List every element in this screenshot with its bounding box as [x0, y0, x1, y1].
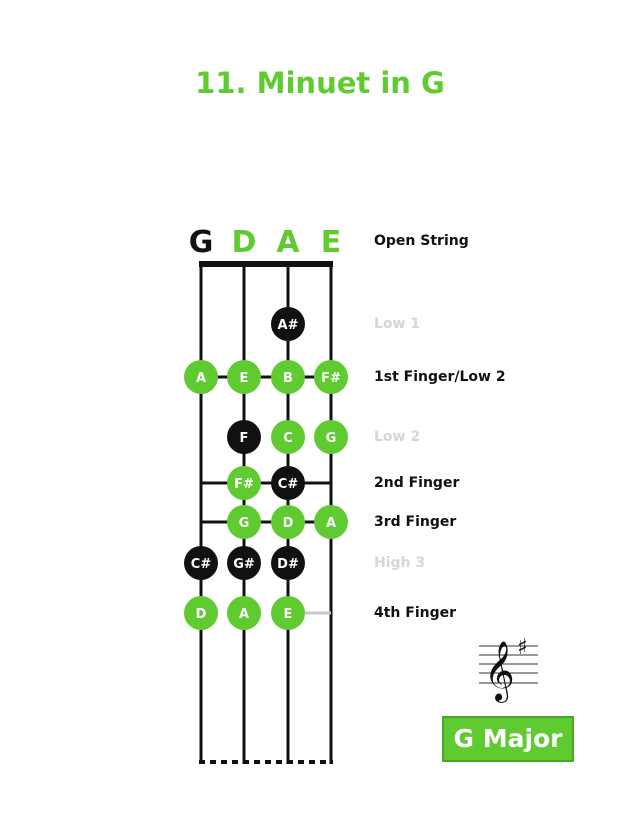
note-circle: [314, 505, 348, 539]
note-label: E: [284, 607, 293, 622]
note-circle: [184, 360, 218, 394]
note-label: A: [196, 371, 206, 386]
note-label: G#: [233, 557, 255, 572]
row-label: 4th Finger: [374, 605, 457, 621]
note-circle: [227, 546, 261, 580]
key-badge: G Major: [442, 716, 574, 762]
note-label: F#: [234, 477, 254, 492]
note-circle: [271, 360, 305, 394]
string-name-A: A: [276, 225, 300, 260]
note-label: D: [283, 516, 294, 531]
note-circle: [227, 360, 261, 394]
note-circle: [314, 420, 348, 454]
row-label: Low 1: [374, 316, 421, 332]
note-label: A: [326, 516, 336, 531]
note-circle: [314, 360, 348, 394]
string-name-E: E: [321, 225, 342, 260]
note-label: E: [240, 371, 249, 386]
string-name-G: G: [189, 225, 214, 260]
note-label: A#: [278, 318, 299, 333]
note-label: C: [283, 431, 293, 446]
note-circle: [271, 466, 305, 500]
note-circle: [184, 546, 218, 580]
note-circle: [184, 596, 218, 630]
note-label: C#: [278, 477, 299, 492]
row-label: 2nd Finger: [374, 475, 460, 491]
note-circle: [271, 505, 305, 539]
note-label: G: [239, 516, 250, 531]
note-circle: [227, 505, 261, 539]
note-label: F#: [321, 371, 341, 386]
note-label: C#: [191, 557, 212, 572]
note-circle: [227, 420, 261, 454]
note-label: A: [239, 607, 249, 622]
note-circle: [271, 546, 305, 580]
note-circle: [271, 596, 305, 630]
page-title: 11. Minuet in G: [195, 66, 445, 100]
note-circle: [271, 307, 305, 341]
row-label: Open String: [374, 233, 469, 249]
string-name-D: D: [232, 225, 257, 260]
note-circle: [271, 420, 305, 454]
row-label: Low 2: [374, 429, 421, 445]
note-label: D: [196, 607, 207, 622]
note-label: D#: [277, 557, 299, 572]
note-circle: [227, 596, 261, 630]
row-label: 1st Finger/Low 2: [374, 369, 506, 385]
row-label: High 3: [374, 555, 426, 571]
note-label: G: [326, 431, 337, 446]
note-label: F: [240, 431, 249, 446]
row-label: 3rd Finger: [374, 514, 457, 530]
note-label: B: [283, 371, 293, 386]
note-circle: [227, 466, 261, 500]
